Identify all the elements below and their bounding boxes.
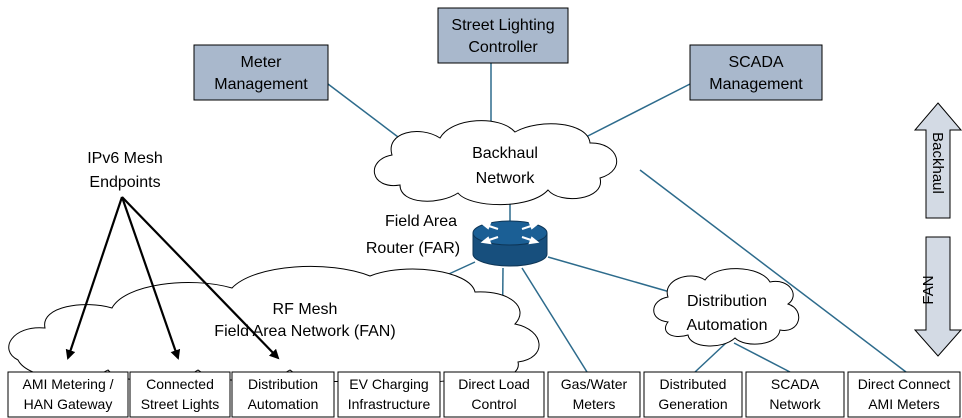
endpoint-label: Automation — [248, 396, 319, 412]
endpoint-label: Network — [769, 396, 821, 412]
endpoint-label: HAN Gateway — [24, 396, 113, 412]
distribution-automation-cloud: Distribution Automation — [653, 268, 800, 347]
server-meter-management: Meter Management — [193, 44, 329, 101]
endpoint-label: Meters — [573, 396, 616, 412]
endpoint-connected-street-lights: Connected Street Lights — [129, 371, 231, 418]
scada-line-1: SCADA — [728, 54, 783, 71]
endpoint-label: Infrastructure — [348, 396, 431, 412]
link-distauto-distgen — [694, 342, 727, 373]
endpoint-label: SCADA — [771, 376, 820, 392]
endpoint-label: Control — [471, 396, 516, 412]
rf-mesh-cloud: RF Mesh Field Area Network (FAN) — [8, 265, 540, 383]
server-scada-management: SCADA Management — [689, 44, 823, 101]
endpoint-distributed-generation: Distributed Generation — [643, 371, 743, 418]
endpoint-gas-water-meters: Gas/Water Meters — [547, 371, 641, 418]
endpoint-label: Distributed — [660, 376, 727, 392]
endpoint-distribution-automation: Distribution Automation — [231, 371, 335, 418]
endpoint-label: Gas/Water — [561, 376, 628, 392]
arrow-to-street-lights — [120, 196, 181, 360]
arrow-to-distribution — [121, 196, 280, 360]
street-line-1: Street Lighting — [451, 17, 554, 34]
meter-line-2: Management — [214, 76, 308, 93]
endpoint-label: EV Charging — [349, 376, 428, 392]
rf-mesh-line-2: Field Area Network (FAN) — [214, 323, 395, 340]
endpoint-label: Direct Load — [458, 376, 530, 392]
endpoint-ami-metering: AMI Metering / HAN Gateway — [7, 371, 129, 418]
fan-arrow-label: FAN — [920, 275, 937, 304]
fan-arrow: FAN — [913, 236, 962, 357]
backhaul-cloud-line-2: Network — [476, 170, 536, 187]
mesh-endpoint-arrows — [65, 196, 280, 360]
endpoint-direct-load-control: Direct Load Control — [443, 371, 545, 418]
rf-mesh-line-1: RF Mesh — [273, 301, 338, 318]
endpoint-label: Connected — [146, 376, 214, 392]
endpoint-label: Direct Connect — [858, 376, 951, 392]
scada-line-2: Management — [709, 76, 803, 93]
meter-line-1: Meter — [241, 54, 283, 71]
backhaul-arrow: Backhaul — [913, 102, 962, 219]
endpoint-label: AMI Meters — [868, 396, 940, 412]
server-street-lighting: Street Lighting Controller — [437, 7, 569, 64]
endpoint-label: Generation — [658, 396, 727, 412]
link-scada-backhaul — [579, 83, 691, 141]
mesh-endpoints-line-2: Endpoints — [89, 174, 160, 191]
link-backhaul-direct-ami — [639, 169, 907, 373]
endpoint-label: Distribution — [248, 376, 318, 392]
street-line-2: Controller — [468, 39, 538, 56]
link-router-distauto — [547, 256, 671, 293]
link-distauto-scadanet — [733, 342, 791, 373]
arrow-to-ami — [65, 196, 124, 360]
endpoint-ev-charging: EV Charging Infrastructure — [337, 371, 441, 418]
router-icon — [472, 220, 548, 267]
router-label-line-2: Router (FAR) — [366, 240, 460, 257]
endpoint-scada-network: SCADA Network — [745, 371, 845, 418]
link-router-gaswater — [521, 267, 588, 373]
endpoint-boxes: AMI Metering / HAN Gateway Connected Str… — [7, 371, 961, 418]
backhaul-cloud-line-1: Backhaul — [472, 145, 538, 162]
backhaul-network-cloud: Backhaul Network — [374, 120, 618, 206]
mesh-endpoints-line-1: IPv6 Mesh — [87, 150, 163, 167]
endpoint-label: AMI Metering / — [22, 376, 113, 392]
link-meter-backhaul — [327, 83, 403, 141]
dist-cloud-line-1: Distribution — [687, 293, 767, 310]
dist-cloud-line-2: Automation — [687, 317, 768, 334]
endpoint-direct-connect-ami: Direct Connect AMI Meters — [847, 371, 961, 418]
endpoint-label: Street Lights — [141, 396, 220, 412]
router-label-line-1: Field Area — [385, 213, 457, 230]
backhaul-arrow-label: Backhaul — [929, 132, 946, 194]
